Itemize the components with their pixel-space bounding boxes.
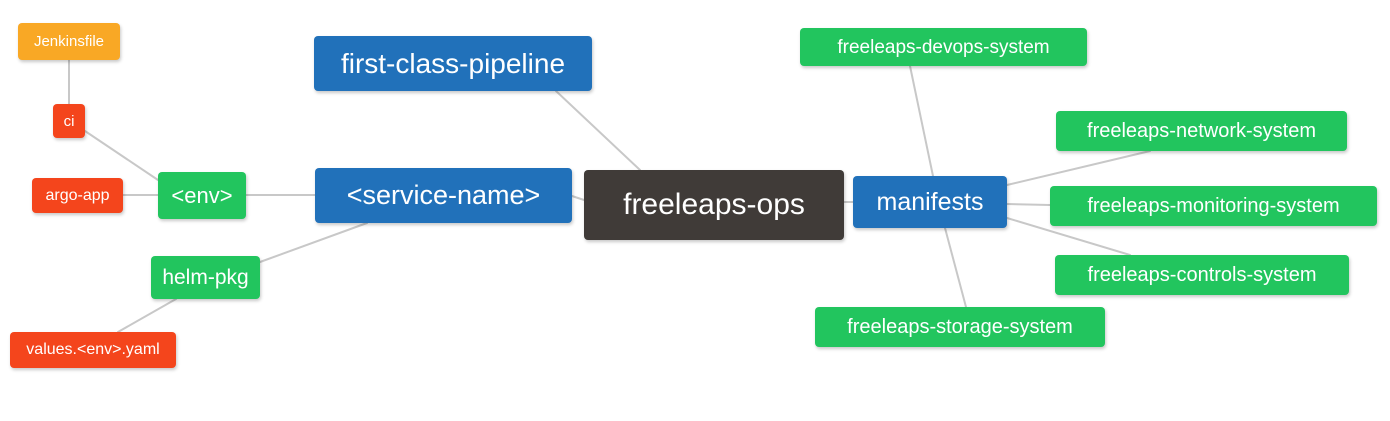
node-service-name[interactable]: <service-name>	[315, 168, 572, 223]
node-ci[interactable]: ci	[53, 104, 85, 138]
node-argo-app[interactable]: argo-app	[32, 178, 123, 213]
edge-e-helmpkg-values	[117, 298, 177, 333]
edge-e-manifests-storage	[944, 227, 967, 308]
node-label-freeleaps-monitoring-system: freeleaps-monitoring-system	[1087, 195, 1340, 217]
node-label-env: <env>	[171, 182, 233, 208]
node-label-first-class-pipeline: first-class-pipeline	[340, 47, 566, 79]
node-jenkinsfile[interactable]: Jenkinsfile	[18, 23, 120, 60]
node-freeleaps-monitoring-system[interactable]: freeleaps-monitoring-system	[1050, 186, 1377, 226]
node-freeleaps-devops-system[interactable]: freeleaps-devops-system	[800, 28, 1087, 66]
edge-e-ci-env	[84, 130, 159, 181]
node-label-values-yaml: values.<env>.yaml	[26, 341, 160, 358]
node-label-freeleaps-devops-system: freeleaps-devops-system	[837, 36, 1050, 58]
node-label-freeleaps-controls-system: freeleaps-controls-system	[1087, 264, 1317, 286]
node-first-class-pipeline[interactable]: first-class-pipeline	[314, 36, 592, 91]
node-freeleaps-controls-system[interactable]: freeleaps-controls-system	[1055, 255, 1349, 295]
edge-e-manifests-devops	[909, 65, 934, 177]
node-freeleaps-storage-system[interactable]: freeleaps-storage-system	[815, 307, 1105, 347]
node-label-freeleaps-network-system: freeleaps-network-system	[1087, 120, 1316, 142]
edge-e-servicename-helmpkg	[259, 222, 368, 263]
node-label-service-name: <service-name>	[346, 180, 541, 210]
node-helm-pkg[interactable]: helm-pkg	[151, 256, 260, 299]
node-label-helm-pkg: helm-pkg	[162, 266, 249, 289]
edge-e-pipeline-ops	[555, 90, 641, 171]
edge-e-manifests-monitoring	[1006, 203, 1051, 206]
node-manifests[interactable]: manifests	[853, 176, 1007, 228]
node-label-manifests: manifests	[876, 187, 984, 216]
node-label-ci: ci	[63, 112, 75, 130]
node-label-freeleaps-storage-system: freeleaps-storage-system	[847, 316, 1073, 338]
node-values-yaml[interactable]: values.<env>.yaml	[10, 332, 176, 368]
node-env[interactable]: <env>	[158, 172, 246, 219]
edge-e-servicename-ops	[571, 195, 585, 201]
node-label-jenkinsfile: Jenkinsfile	[33, 33, 105, 50]
node-label-argo-app: argo-app	[45, 186, 110, 204]
node-freeleaps-network-system[interactable]: freeleaps-network-system	[1056, 111, 1347, 151]
node-freeleaps-ops[interactable]: freeleaps-ops	[584, 170, 844, 240]
node-label-freeleaps-ops: freeleaps-ops	[623, 188, 805, 221]
edge-e-manifests-network	[1006, 150, 1151, 186]
